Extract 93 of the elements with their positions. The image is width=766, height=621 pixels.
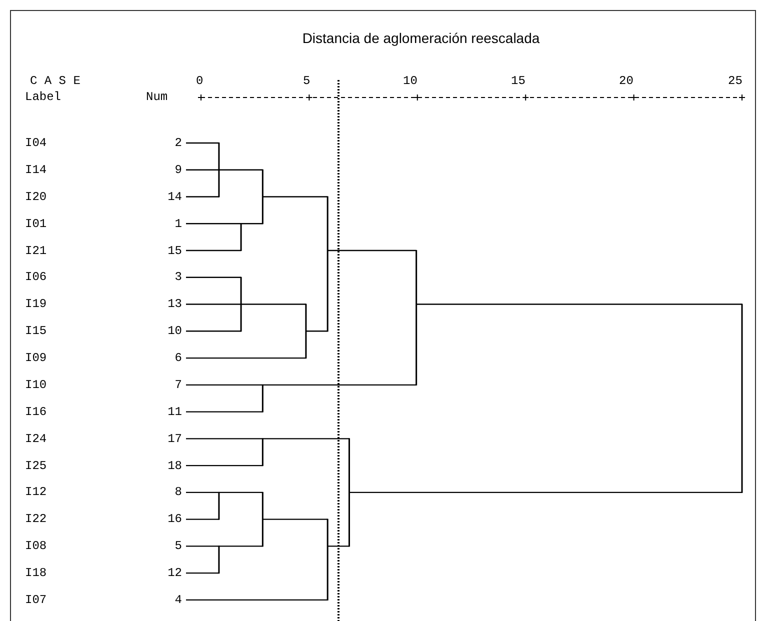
dendrogram-link [218,546,263,547]
case-label: I20 [25,190,47,204]
dendrogram-link [186,518,219,520]
case-number: 12 [168,566,182,580]
chart-title: Distancia de aglomeración reescalada [301,31,541,45]
dendrogram-link [186,438,263,440]
dendrogram-link [262,518,328,520]
dendrogram-link [186,384,263,386]
merge-line [240,276,242,332]
case-number: 9 [174,162,182,177]
dendrogram-link [218,169,263,170]
case-number: 18 [168,458,182,473]
case-number: 2 [174,136,182,150]
dendrogram-link [349,492,742,494]
dendrogram-link [186,572,219,574]
dendrogram-link [218,492,263,494]
axis-tick-label: 5 [303,74,310,88]
dendrogram-link [186,142,219,144]
case-label: I25 [25,458,47,473]
dendrogram-link [186,304,242,305]
merge-line [416,250,418,386]
dendrogram-link [186,492,219,494]
dendrogram-link [186,330,242,332]
merge-line [262,438,264,466]
case-label: I10 [25,378,47,392]
dendrogram-link [262,384,416,386]
case-label: I19 [25,297,47,312]
case-label: I08 [25,539,47,554]
case-number: 15 [168,244,182,258]
case-number: 14 [168,190,182,204]
column-header: C A S E [30,74,80,88]
merge-line [348,438,350,547]
merge-line [218,546,220,574]
case-label: I14 [25,162,47,177]
merge-line [326,196,328,332]
case-number: 10 [168,324,182,338]
case-label: I18 [25,566,47,580]
case-label: I09 [25,351,47,366]
dendrogram-link [186,250,242,252]
axis-tick-label: 0 [196,74,204,88]
dendrogram-link [262,438,350,440]
axis-tick-label: 10 [403,74,418,88]
case-label: I16 [25,404,47,419]
dendrogram-link [186,169,219,170]
merge-line [741,304,743,493]
axis-tick-label: 20 [619,74,634,88]
dendrogram-link [186,599,328,601]
dendrogram-link [262,196,328,198]
case-number: 13 [168,297,182,312]
dendrogram-link [186,357,306,359]
dendrogram-link [416,304,742,305]
case-label: I22 [25,512,47,526]
case-label: I06 [25,270,47,284]
merge-line [262,169,264,224]
case-number: 6 [174,351,182,366]
merge-line [218,492,220,520]
dendrogram-link [186,411,263,412]
dendrogram-link [306,330,328,332]
merge-line [326,518,328,600]
case-number: 7 [174,378,182,392]
dendrogram-link [186,276,242,278]
merge-line [240,223,242,252]
case-number: 16 [168,512,182,526]
case-number: 3 [174,270,182,284]
case-label: I01 [25,216,47,231]
case-label: I15 [25,324,47,338]
column-header: Num [146,90,168,104]
case-label: I12 [25,485,47,500]
dendrogram-link [186,196,219,198]
dendrogram-link [328,250,416,252]
case-number: 1 [174,216,182,231]
dendrogram-link [186,223,242,224]
merge-line [305,304,307,359]
case-number: 11 [168,404,182,419]
case-number: 8 [174,485,182,500]
dendrogram-link [328,546,350,547]
merge-line [262,492,264,547]
axis-tick-label: 25 [728,74,742,88]
case-label: I07 [25,592,47,607]
case-label: I21 [25,244,47,258]
case-number: 5 [174,539,182,554]
case-label: I04 [25,136,47,150]
case-number: 4 [174,592,182,607]
column-header: Label [25,90,62,104]
merge-line [218,142,220,198]
dendrogram-link [241,223,263,224]
case-number: 17 [168,432,182,446]
dendrogram-link [186,464,263,466]
dendrogram-link [241,304,306,305]
dendrogram-link [186,546,219,547]
merge-line [262,384,264,412]
case-label: I24 [25,432,47,446]
axis-tick-label: 15 [511,74,526,88]
